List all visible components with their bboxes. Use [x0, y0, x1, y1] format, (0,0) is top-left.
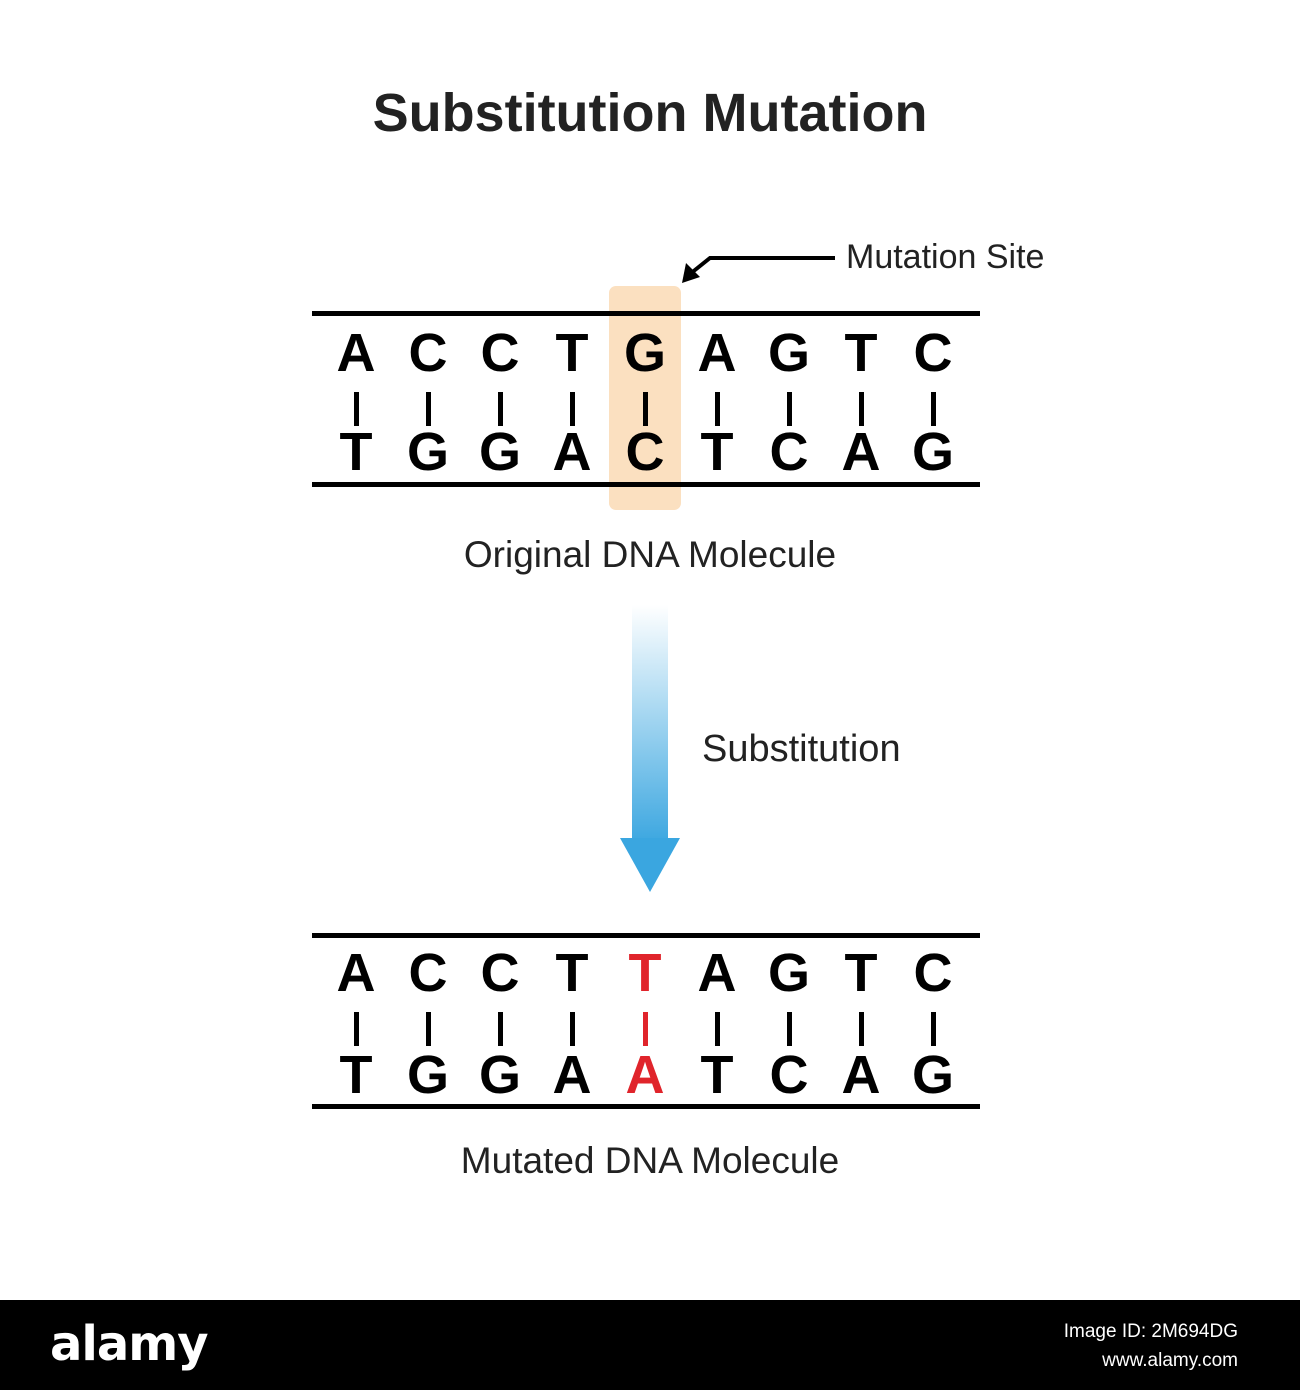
original-bottom-backbone: [312, 482, 980, 487]
diagram-arrows: [620, 256, 835, 892]
mutated-dna-caption: Mutated DNA Molecule: [460, 1140, 840, 1181]
diagram-title: Substitution Mutation: [372, 83, 928, 143]
original-base-pair-bond-6: [714, 392, 720, 426]
mutated-top-base-8: T: [844, 943, 878, 1003]
original-bottom-base-1: T: [339, 422, 373, 482]
substitution-label: Substitution: [702, 728, 901, 770]
original-top-base-7: G: [767, 323, 810, 383]
mutated-base-pair-bond-5: [642, 1012, 648, 1046]
original-top-base-3: C: [480, 323, 520, 383]
original-bottom-base-2: G: [406, 422, 449, 482]
mutated-bottom-base-2: G: [406, 1045, 449, 1105]
mutated-bottom-base-8: A: [841, 1045, 881, 1105]
original-top-base-9: C: [913, 323, 953, 383]
mutated-top-base-6: A: [697, 943, 737, 1003]
mutated-top-backbone: [312, 933, 980, 938]
original-base-pair-bond-1: [353, 392, 359, 426]
original-top-base-8: T: [844, 323, 878, 383]
mutated-base-pair-bond-1: [353, 1012, 359, 1046]
mutated-bottom-base-4: A: [552, 1045, 592, 1105]
original-bottom-base-4: A: [552, 422, 592, 482]
original-bottom-base-6: T: [700, 422, 734, 482]
original-bottom-base-8: A: [841, 422, 881, 482]
mutated-top-base-2: C: [408, 943, 448, 1003]
mutated-bottom-base-9: G: [911, 1045, 954, 1105]
mutated-top-base-5: T: [628, 943, 662, 1003]
image-id-text: Image ID: 2M694DG: [1063, 1321, 1238, 1342]
mutated-top-base-3: C: [480, 943, 520, 1003]
original-base-pair-bond-3: [497, 392, 503, 426]
substitution-arrow-icon: [620, 605, 680, 892]
original-top-base-2: C: [408, 323, 448, 383]
mutated-base-pair-bond-9: [930, 1012, 936, 1046]
original-bottom-base-9: G: [911, 422, 954, 482]
original-base-pair-bond-9: [930, 392, 936, 426]
original-base-pair-bond-8: [858, 392, 864, 426]
original-top-backbone: [312, 311, 980, 316]
mutation-site-pointer-arrow: [682, 256, 835, 283]
mutated-base-pair-bond-8: [858, 1012, 864, 1046]
mutated-top-base-7: G: [767, 943, 810, 1003]
mutated-top-base-9: C: [913, 943, 953, 1003]
mutated-bottom-base-5: A: [625, 1045, 665, 1105]
original-base-pair-bond-5: [642, 392, 648, 426]
mutated-bottom-base-3: G: [478, 1045, 521, 1105]
alamy-logo: alamy: [50, 1316, 209, 1372]
original-bottom-base-7: C: [769, 422, 809, 482]
original-top-base-1: A: [336, 323, 376, 383]
mutated-bottom-backbone: [312, 1104, 980, 1109]
mutated-top-base-1: A: [336, 943, 376, 1003]
original-top-base-4: T: [555, 323, 589, 383]
mutated-base-pair-bond-6: [714, 1012, 720, 1046]
mutated-base-pair-bond-3: [497, 1012, 503, 1046]
mutated-bottom-base-1: T: [339, 1045, 373, 1105]
site-url-text: www.alamy.com: [1102, 1350, 1238, 1371]
original-base-pair-bond-7: [786, 392, 792, 426]
original-bottom-base-3: G: [478, 422, 521, 482]
mutation-site-label: Mutation Site: [846, 238, 1045, 276]
mutated-top-base-4: T: [555, 943, 589, 1003]
footer-bar: [0, 1300, 1300, 1390]
mutated-bottom-base-6: T: [700, 1045, 734, 1105]
original-base-pair-bond-4: [569, 392, 575, 426]
original-base-pair-bond-2: [425, 392, 431, 426]
mutated-base-pair-bond-4: [569, 1012, 575, 1046]
mutated-base-pair-bond-7: [786, 1012, 792, 1046]
mutated-bottom-base-7: C: [769, 1045, 809, 1105]
original-top-base-6: A: [697, 323, 737, 383]
original-dna-caption: Original DNA Molecule: [463, 534, 837, 575]
original-top-base-5: G: [623, 323, 666, 383]
original-bottom-base-5: C: [625, 422, 665, 482]
mutated-base-pair-bond-2: [425, 1012, 431, 1046]
